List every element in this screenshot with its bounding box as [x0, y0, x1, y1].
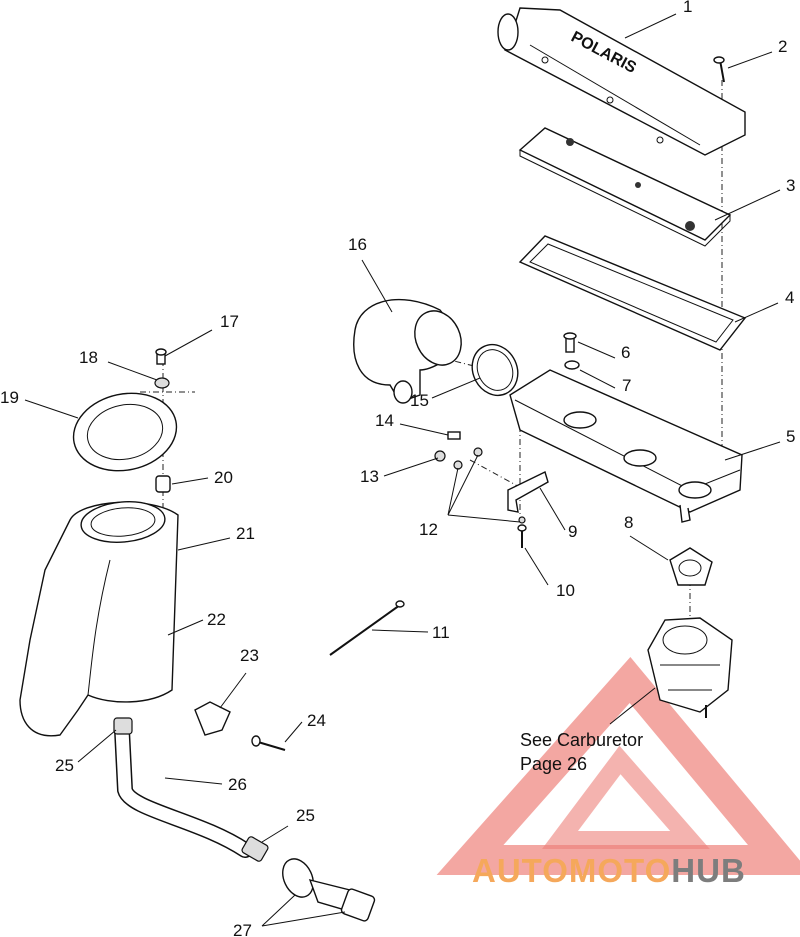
- callout-7-6: 7: [622, 376, 631, 395]
- cable-tie-11: [329, 600, 405, 656]
- callout-9-8: 9: [568, 522, 577, 541]
- callout-6-5: 6: [621, 343, 630, 362]
- callout-23-22: 23: [240, 646, 259, 665]
- nut-12: [453, 447, 526, 524]
- airbox-cover: POLARIS: [497, 7, 746, 156]
- callout-18-17: 18: [79, 348, 98, 367]
- callout-25-24: 25: [55, 756, 74, 775]
- gasket-4: [518, 235, 747, 351]
- screw-24: [251, 735, 286, 751]
- filter-element: [518, 127, 732, 247]
- screw-17: [155, 348, 167, 365]
- callout-2-1: 2: [778, 37, 787, 56]
- note-line-1: See Carburetor: [520, 730, 644, 750]
- leader-lines: [24, 13, 781, 927]
- callout-27-27: 27: [233, 921, 252, 937]
- callout-14-13: 14: [375, 411, 394, 430]
- hose-fitting-25b: [241, 836, 269, 862]
- grommet-20: [155, 475, 171, 493]
- hose-clamp-15: [471, 343, 519, 397]
- bracket-9: [507, 471, 549, 513]
- callout-5-4: 5: [786, 427, 795, 446]
- callout-24-23: 24: [307, 711, 326, 730]
- airbox-base: [509, 369, 743, 523]
- callout-13-12: 13: [360, 467, 379, 486]
- callout-8-7: 8: [624, 513, 633, 532]
- callout-12-11: 12: [419, 520, 438, 539]
- watermark-text-part1: AUTOMOTO: [472, 852, 672, 889]
- callout-10-9: 10: [556, 581, 575, 600]
- callout-4-3: 4: [785, 288, 794, 307]
- intake-elbow-16: [353, 298, 462, 404]
- ring-gasket-19: [72, 392, 178, 472]
- watermark-text: AUTOMOTOHUB: [472, 852, 746, 890]
- callout-1-0: 1: [683, 0, 692, 16]
- callout-15-14: 15: [410, 391, 429, 410]
- callout-21-20: 21: [236, 524, 255, 543]
- bolt-14: [447, 431, 461, 440]
- watermark-logo: [436, 657, 800, 875]
- carburetor-sketch: [647, 617, 733, 718]
- callout-16-15: 16: [348, 235, 367, 254]
- hose-fitting-25: [113, 717, 133, 735]
- callout-22-21: 22: [207, 610, 226, 629]
- washer-18: [154, 377, 170, 389]
- bolt-6: [563, 332, 577, 353]
- carburetor-reference-note: See Carburetor Page 26: [520, 728, 643, 776]
- silencer-housing-21: [19, 501, 179, 737]
- watermark-text-part2: HUB: [671, 852, 746, 889]
- callout-3-2: 3: [786, 176, 795, 195]
- callout-26-25: 26: [228, 775, 247, 794]
- callout-25-26: 25: [296, 806, 315, 825]
- flange-gasket-8: [669, 547, 713, 586]
- drain-plug-27: [282, 858, 376, 922]
- clip-23: [194, 701, 231, 736]
- note-line-2: Page 26: [520, 754, 588, 774]
- bolt-13: [434, 450, 446, 462]
- screw-10: [517, 524, 527, 548]
- washer-7: [564, 360, 580, 370]
- callout-19-18: 19: [0, 388, 19, 407]
- screw-2: [713, 56, 725, 83]
- callout-17-16: 17: [220, 312, 239, 331]
- drain-hose-26: [113, 717, 269, 862]
- callout-11-10: 11: [432, 623, 450, 642]
- callout-20-19: 20: [214, 468, 233, 487]
